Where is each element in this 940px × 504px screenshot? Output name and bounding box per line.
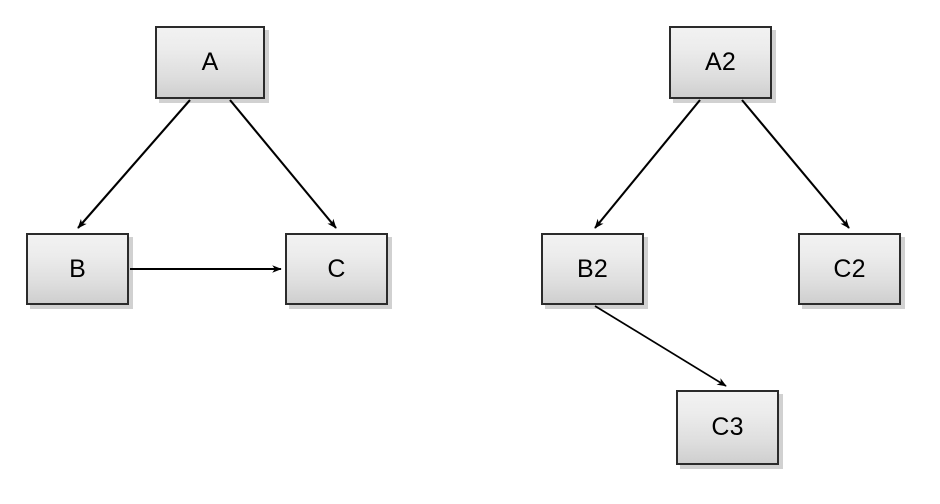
node-c2[interactable]: C2 (798, 233, 901, 305)
node-a2-label: A2 (705, 48, 736, 76)
node-b-label: B (69, 254, 86, 283)
edge-a-to-c (229, 99, 337, 229)
edge-a2-to-c2 (741, 99, 850, 229)
node-c[interactable]: C (285, 233, 388, 305)
node-b2-label: B2 (577, 254, 608, 283)
node-c-label: C (327, 254, 346, 283)
edge-a-to-b (77, 99, 191, 229)
node-c3[interactable]: C3 (676, 390, 779, 465)
node-c2-label: C2 (833, 254, 866, 283)
node-c3-label: C3 (711, 413, 744, 441)
node-a-label: A (201, 48, 219, 76)
node-b[interactable]: B (26, 233, 129, 305)
edge-a2-to-b2 (594, 99, 701, 229)
node-a2[interactable]: A2 (669, 26, 772, 99)
node-b2[interactable]: B2 (541, 233, 644, 305)
edge-b2-to-c3 (594, 305, 727, 387)
node-a[interactable]: A (155, 26, 265, 99)
